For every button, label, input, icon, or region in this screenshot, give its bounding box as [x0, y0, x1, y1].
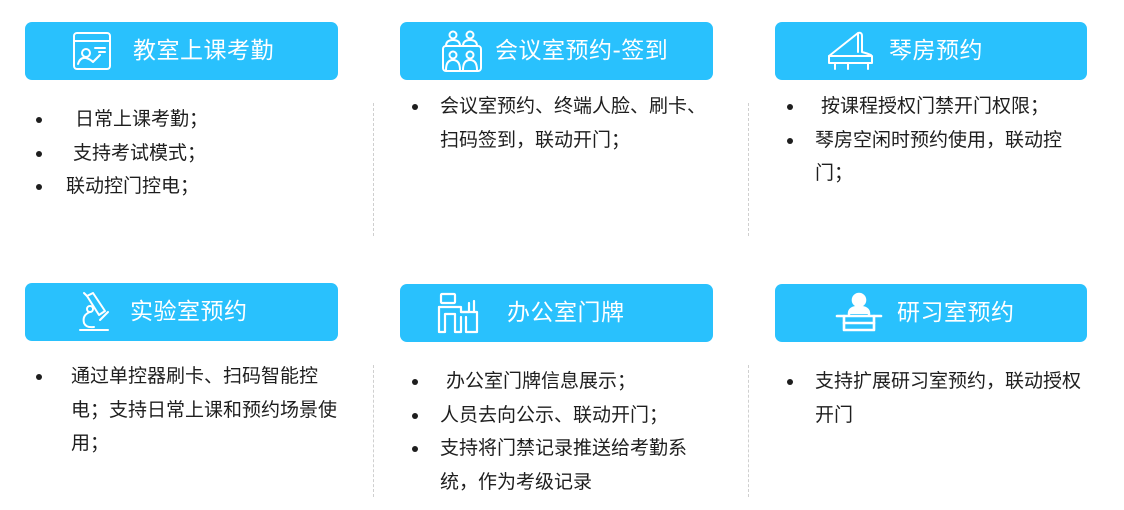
card-bullets-classroom: 日常上课考勤； 支持考试模式； 联动控门控电；: [28, 103, 348, 204]
card-title: 会议室预约-签到: [495, 38, 669, 64]
column-divider: [373, 365, 374, 497]
card-bullets-study: 支持扩展研习室预约，联动授权开门: [779, 365, 1089, 432]
bullet-item: 琴房空闲时预约使用，联动控门；: [779, 124, 1089, 191]
bullet-item: 日常上课考勤；: [28, 103, 348, 137]
bullet-item: 支持扩展研习室预约，联动授权开门: [779, 365, 1089, 432]
bullet-dot: [787, 379, 793, 385]
card-header-piano-room: 琴房预约: [775, 22, 1087, 80]
bullet-dot: [787, 104, 793, 110]
card-title: 琴房预约: [889, 38, 983, 64]
card-header-study-room: 研习室预约: [775, 284, 1087, 342]
bullet-dot: [412, 412, 418, 419]
bullet-dot: [787, 137, 793, 144]
card-header-meeting-room: 会议室预约-签到: [400, 22, 713, 80]
bullet-item: 会议室预约、终端人脸、刷卡、扫码签到，联动开门；: [404, 90, 714, 157]
bullet-item: 支持考试模式；: [28, 137, 348, 171]
column-divider: [748, 103, 749, 236]
classroom-board-icon: [71, 22, 113, 80]
meeting-people-icon: [440, 22, 484, 80]
bullet-dot: [412, 104, 418, 110]
card-header-classroom-attendance: 教室上课考勤: [25, 22, 338, 80]
card-header-office-sign: 办公室门牌: [400, 284, 713, 342]
column-divider: [748, 365, 749, 497]
piano-icon: [825, 22, 877, 80]
card-bullets-office: 办公室门牌信息展示； 人员去向公示、联动开门； 支持将门禁记录推送给考勤系统，作…: [404, 365, 724, 499]
card-title: 研习室预约: [897, 300, 1015, 326]
card-title: 实验室预约: [130, 299, 248, 325]
bullet-dot: [36, 374, 42, 380]
study-desk-icon: [833, 284, 885, 342]
card-header-lab: 实验室预约: [25, 283, 338, 341]
office-desk-icon: [436, 284, 482, 342]
microscope-icon: [77, 283, 113, 341]
card-title: 办公室门牌: [507, 300, 625, 326]
bullet-dot: [36, 150, 42, 157]
card-bullets-lab: 通过单控器刷卡、扫码智能控电；支持日常上课和预约场景使用；: [28, 360, 348, 461]
bullet-item: 联动控门控电；: [28, 170, 348, 204]
card-bullets-meeting: 会议室预约、终端人脸、刷卡、扫码签到，联动开门；: [404, 90, 714, 157]
bullet-item: 支持将门禁记录推送给考勤系统，作为考级记录: [404, 432, 724, 499]
bullet-dot: [412, 446, 418, 452]
bullet-dot: [36, 184, 42, 190]
bullet-item: 人员去向公示、联动开门；: [404, 399, 724, 433]
card-title: 教室上课考勤: [133, 38, 274, 64]
bullet-item: 按课程授权门禁开门权限；: [779, 90, 1089, 124]
bullet-dot: [412, 379, 418, 385]
card-bullets-piano: 按课程授权门禁开门权限； 琴房空闲时预约使用，联动控门；: [779, 90, 1089, 191]
column-divider: [373, 103, 374, 236]
bullet-item: 通过单控器刷卡、扫码智能控电；支持日常上课和预约场景使用；: [28, 360, 348, 461]
bullet-dot: [36, 117, 42, 123]
bullet-item: 办公室门牌信息展示；: [404, 365, 724, 399]
